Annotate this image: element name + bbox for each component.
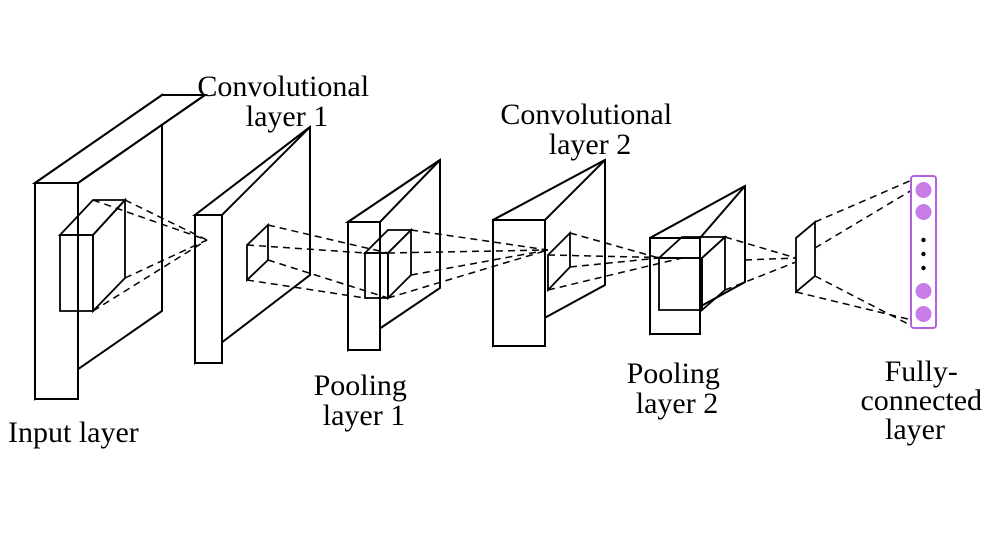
fc-layer — [910, 175, 937, 329]
ellipsis-dot — [921, 265, 926, 271]
label-conv1: Convolutional layer 1 — [197, 70, 376, 133]
ellipsis-dot — [921, 237, 926, 243]
flatten-plane — [795, 220, 816, 294]
label-pool1: Pooling layer 1 — [314, 369, 415, 432]
label-input-layer: Input layer — [8, 416, 139, 449]
label-pool2: Pooling layer 2 — [627, 357, 728, 420]
fc-node — [915, 306, 932, 322]
pool2-block — [649, 184, 746, 336]
fc-node — [915, 283, 932, 299]
ellipsis-dot — [921, 251, 926, 257]
fc-node — [915, 204, 932, 220]
label-fc: Fully- connected layer — [860, 355, 989, 446]
label-conv2: Convolutional layer 2 — [500, 98, 679, 161]
connection-lines — [92, 179, 913, 327]
pool1-block — [344, 158, 441, 352]
input-layer-block — [31, 93, 209, 401]
fc-node — [915, 182, 932, 198]
